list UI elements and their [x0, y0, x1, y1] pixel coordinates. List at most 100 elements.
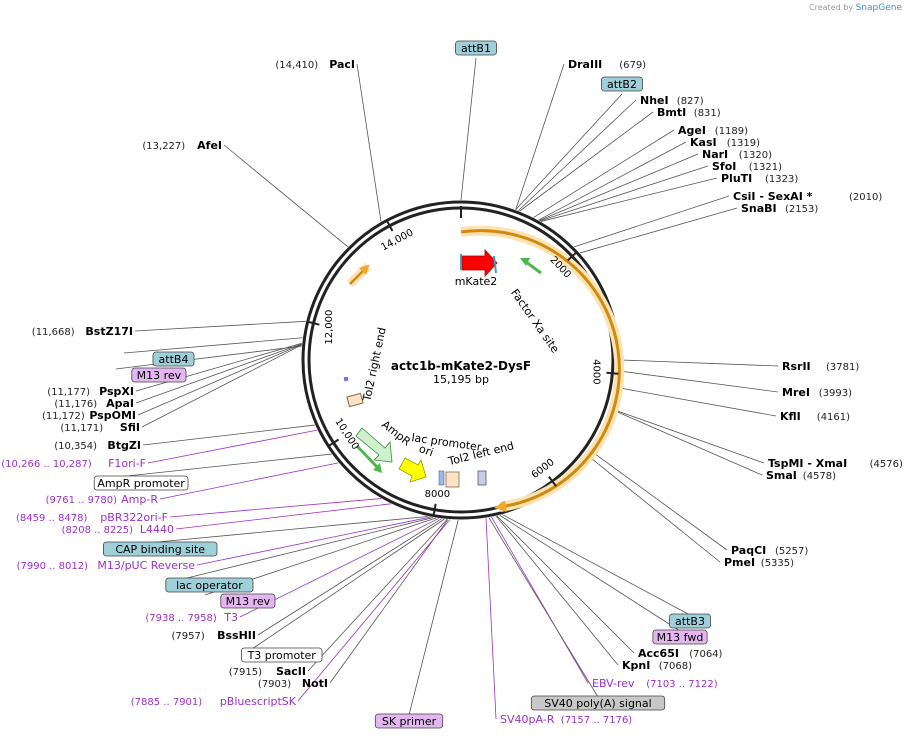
- primer-name: Amp-R: [121, 493, 158, 506]
- feature-box-text: lac operator: [176, 579, 243, 592]
- enzyme-label: SacII(7915): [229, 665, 306, 678]
- label-connector: [591, 451, 728, 551]
- site-position: (1323): [765, 174, 798, 185]
- feature-box-text: M13 fwd: [657, 631, 704, 644]
- site-position: (8459 .. 8478): [16, 513, 88, 524]
- site-position: (7103 .. 7122): [646, 679, 718, 690]
- feature-box: [165, 577, 254, 593]
- enzyme-label: SfiI(11,171): [60, 421, 140, 434]
- label-connector: [329, 519, 449, 684]
- feature-box-text: attB1: [461, 42, 491, 55]
- label-connector: [515, 93, 623, 210]
- label-connector: [134, 320, 306, 332]
- feature-box-label: attB4: [152, 351, 195, 367]
- enzyme-name: SacII: [276, 665, 306, 678]
- enzyme-label: KpnI(7068): [622, 659, 692, 672]
- enzyme-name: AfeI: [197, 139, 222, 152]
- site-position: (1189): [715, 126, 748, 137]
- enzyme-label: NarI(1320): [702, 148, 772, 161]
- enzyme-name: PspOMI: [89, 409, 136, 422]
- label-connector: [539, 153, 699, 221]
- site-position: (14,410): [275, 60, 318, 71]
- site-position: (11,668): [32, 327, 75, 338]
- site-position: (5335): [761, 558, 794, 569]
- tick-label: 8000: [425, 489, 450, 500]
- enzyme-name: PluTI: [721, 172, 752, 185]
- label-connector: [518, 99, 637, 211]
- site-position: (11,172): [42, 411, 85, 422]
- enzyme-label: SnaBI(2153): [741, 202, 818, 215]
- enzyme-label: BtgZI(10,354): [54, 439, 141, 452]
- site-position: (3993): [819, 388, 852, 399]
- site-position: (679): [619, 60, 646, 71]
- tick-label: 6000: [530, 457, 557, 481]
- ampr-arrow: [355, 427, 393, 463]
- enzyme-name: PaqCI: [731, 544, 766, 557]
- site-position: (7990 .. 8012): [17, 561, 89, 572]
- label-connector: [159, 462, 339, 500]
- enzyme-label: DraIII(679): [568, 58, 646, 71]
- label-connector: [620, 370, 779, 393]
- label-connector: [533, 129, 675, 218]
- label-connector: [540, 177, 718, 222]
- label-connector: [123, 337, 303, 354]
- site-position: (7938 .. 7958): [145, 613, 217, 624]
- feature-box-text: attB3: [675, 615, 705, 628]
- credit-text: Created by: [809, 3, 854, 12]
- factor-xa-arrowhead: [520, 258, 530, 266]
- enzyme-name: SmaI: [766, 469, 797, 482]
- label-connector: [147, 429, 318, 464]
- feature-box: [455, 40, 497, 56]
- enzyme-name: BtgZI: [107, 439, 141, 452]
- enzyme-label: NheI(827): [640, 94, 704, 107]
- label-connector: [297, 519, 451, 702]
- tick-mark: [327, 438, 340, 447]
- label-connector: [488, 517, 599, 698]
- feature-box: [601, 76, 643, 92]
- label-connector: [539, 165, 709, 222]
- enzyme-name: CsiI - SexAI *: [733, 190, 813, 203]
- label-connector: [574, 195, 730, 248]
- label-connector: [307, 519, 448, 672]
- primer-label: M13/pUC Reverse(7990 .. 8012): [17, 559, 196, 572]
- label-connector: [135, 343, 302, 404]
- enzyme-name: KflI: [780, 410, 801, 423]
- label-connector: [495, 515, 619, 666]
- site-position: (1319): [727, 138, 760, 149]
- site-position: (7064): [689, 649, 722, 660]
- feature-box: [152, 351, 195, 367]
- feature-box-label: SK primer: [374, 713, 444, 729]
- site-labels: attB1PacI(14,410)DraIII(679)attB2AfeI(13…: [1, 40, 903, 729]
- enzyme-name: PacI: [329, 58, 355, 71]
- feature-box: [131, 367, 187, 383]
- enzyme-name: KpnI: [622, 659, 650, 672]
- feature-box: [93, 475, 189, 491]
- attb2-mark: [493, 255, 497, 274]
- tol2-left-end-box: [477, 470, 487, 486]
- label-connector: [620, 359, 779, 367]
- lac-operator-mark: [438, 470, 445, 486]
- label-connector: [175, 503, 391, 530]
- site-position: (13,227): [142, 141, 185, 152]
- primer-label: F1ori-F(10,266 .. 10,287): [1, 457, 146, 470]
- site-position: (11,171): [60, 423, 103, 434]
- enzyme-label: MreI(3993): [782, 386, 852, 399]
- enzyme-name: NotI: [302, 677, 328, 690]
- label-connector: [515, 63, 565, 210]
- site-position: (1321): [749, 162, 782, 173]
- label-connector: [538, 141, 687, 221]
- enzyme-label: PspOMI (11,172): [42, 409, 136, 422]
- enzyme-label: NotI(7903): [258, 677, 328, 690]
- feature-box-label: M13 rev: [220, 593, 276, 609]
- tick-mark: [567, 251, 578, 262]
- site-position: (2010): [849, 192, 882, 203]
- primer-label: SV40pA-R(7157 .. 7176): [500, 713, 632, 726]
- enzyme-name: AgeI: [678, 124, 706, 137]
- enzyme-label: AfeI (13,227): [142, 139, 222, 152]
- enzyme-name: TspMI - XmaI: [768, 457, 847, 470]
- site-position: (9761 .. 9780): [46, 495, 118, 506]
- feature-box: [240, 647, 323, 663]
- enzyme-label: AgeI (1189): [678, 124, 748, 137]
- primer-label: pBR322ori-F(8459 .. 8478): [16, 511, 168, 524]
